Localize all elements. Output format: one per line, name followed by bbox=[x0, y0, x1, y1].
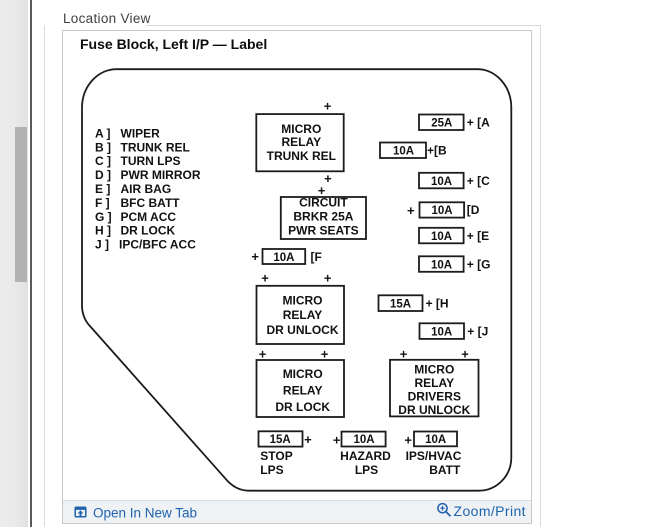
svg-text:10A: 10A bbox=[431, 326, 452, 338]
svg-text:RELAY: RELAY bbox=[415, 376, 455, 390]
svg-text:10A: 10A bbox=[431, 231, 452, 243]
svg-text:A ]: A ] bbox=[95, 126, 111, 140]
svg-text:+: + bbox=[324, 171, 332, 186]
svg-text:+: + bbox=[404, 433, 412, 448]
svg-text:MICRO: MICRO bbox=[283, 294, 323, 308]
svg-text:+: + bbox=[400, 347, 408, 362]
svg-text:RELAY: RELAY bbox=[283, 308, 323, 322]
svg-text:TRUNK REL: TRUNK REL bbox=[267, 149, 336, 163]
svg-text:RELAY: RELAY bbox=[283, 384, 323, 398]
svg-text:Open In New Tab: Open In New Tab bbox=[93, 505, 197, 520]
svg-text:+: + bbox=[333, 432, 341, 447]
svg-text:D ]: D ] bbox=[95, 168, 111, 182]
svg-text:15A: 15A bbox=[270, 434, 291, 446]
svg-text:AIR BAG: AIR BAG bbox=[121, 182, 172, 196]
svg-text:PWR SEATS: PWR SEATS bbox=[288, 223, 358, 237]
svg-text:10A: 10A bbox=[431, 259, 452, 271]
svg-text:BATT: BATT bbox=[429, 463, 461, 477]
svg-text:+: + bbox=[321, 347, 329, 362]
svg-text:10A: 10A bbox=[425, 434, 446, 446]
svg-text:10A: 10A bbox=[393, 146, 414, 158]
svg-text:25A: 25A bbox=[431, 118, 452, 130]
svg-text:H ]: H ] bbox=[95, 224, 111, 238]
svg-text:BRKR 25A: BRKR 25A bbox=[293, 209, 353, 223]
svg-text:+ [J: + [J bbox=[467, 324, 488, 338]
svg-text:+ [G: + [G bbox=[467, 257, 491, 271]
svg-text:+: + bbox=[261, 271, 269, 286]
svg-text:10A: 10A bbox=[431, 205, 452, 217]
svg-text:MICRO: MICRO bbox=[281, 122, 321, 136]
svg-text:Zoom/Print: Zoom/Print bbox=[454, 503, 526, 519]
svg-text:LPS: LPS bbox=[260, 463, 283, 477]
svg-text:G ]: G ] bbox=[95, 210, 112, 224]
svg-text:DR UNLOCK: DR UNLOCK bbox=[398, 403, 470, 417]
svg-text:PWR MIRROR: PWR MIRROR bbox=[121, 168, 201, 182]
svg-text:DR UNLOCK: DR UNLOCK bbox=[267, 323, 339, 337]
svg-text:IPS/HVAC: IPS/HVAC bbox=[406, 449, 462, 463]
svg-text:+: + bbox=[259, 347, 267, 362]
svg-text:IPC/BFC ACC: IPC/BFC ACC bbox=[119, 238, 196, 252]
svg-text:10A: 10A bbox=[353, 434, 374, 446]
svg-text:TURN LPS: TURN LPS bbox=[121, 154, 181, 168]
svg-text:DR LOCK: DR LOCK bbox=[275, 400, 330, 414]
svg-text:J ]: J ] bbox=[95, 238, 109, 252]
svg-text:C ]: C ] bbox=[95, 154, 111, 168]
svg-text:+: + bbox=[304, 432, 312, 447]
svg-text:WIPER: WIPER bbox=[121, 126, 161, 140]
svg-text:+: + bbox=[324, 98, 332, 113]
svg-text:[D: [D bbox=[467, 203, 480, 217]
svg-text:10A: 10A bbox=[431, 176, 452, 188]
svg-text:MICRO: MICRO bbox=[414, 362, 454, 376]
svg-text:+ [C: + [C bbox=[467, 174, 490, 188]
svg-text:LPS: LPS bbox=[355, 463, 378, 477]
svg-text:+: + bbox=[318, 183, 326, 198]
svg-text:10A: 10A bbox=[273, 252, 294, 264]
svg-text:BFC BATT: BFC BATT bbox=[121, 196, 181, 210]
svg-text:STOP: STOP bbox=[260, 449, 292, 463]
svg-text:+: + bbox=[251, 249, 259, 264]
svg-text:+[B: +[B bbox=[427, 144, 447, 158]
svg-text:B ]: B ] bbox=[95, 140, 111, 154]
svg-text:+: + bbox=[324, 271, 332, 286]
svg-text:+ [H: + [H bbox=[426, 296, 449, 310]
svg-text:15A: 15A bbox=[390, 298, 411, 310]
svg-text:TRUNK REL: TRUNK REL bbox=[121, 140, 190, 154]
svg-text:+: + bbox=[461, 347, 469, 362]
svg-text:+ [A: + [A bbox=[467, 116, 490, 130]
svg-text:+: + bbox=[407, 203, 415, 218]
svg-text:CIRCUIT: CIRCUIT bbox=[299, 195, 348, 209]
svg-text:PCM ACC: PCM ACC bbox=[121, 210, 177, 224]
svg-text:RELAY: RELAY bbox=[282, 135, 322, 149]
svg-text:F ]: F ] bbox=[95, 196, 110, 210]
svg-text:DRIVERS: DRIVERS bbox=[408, 390, 461, 404]
svg-text:+ [E: + [E bbox=[467, 229, 489, 243]
svg-text:DR LOCK: DR LOCK bbox=[121, 224, 176, 238]
svg-text:E ]: E ] bbox=[95, 182, 110, 196]
svg-text:[F: [F bbox=[311, 250, 322, 264]
svg-text:MICRO: MICRO bbox=[283, 367, 323, 381]
svg-text:HAZARD: HAZARD bbox=[340, 449, 391, 463]
